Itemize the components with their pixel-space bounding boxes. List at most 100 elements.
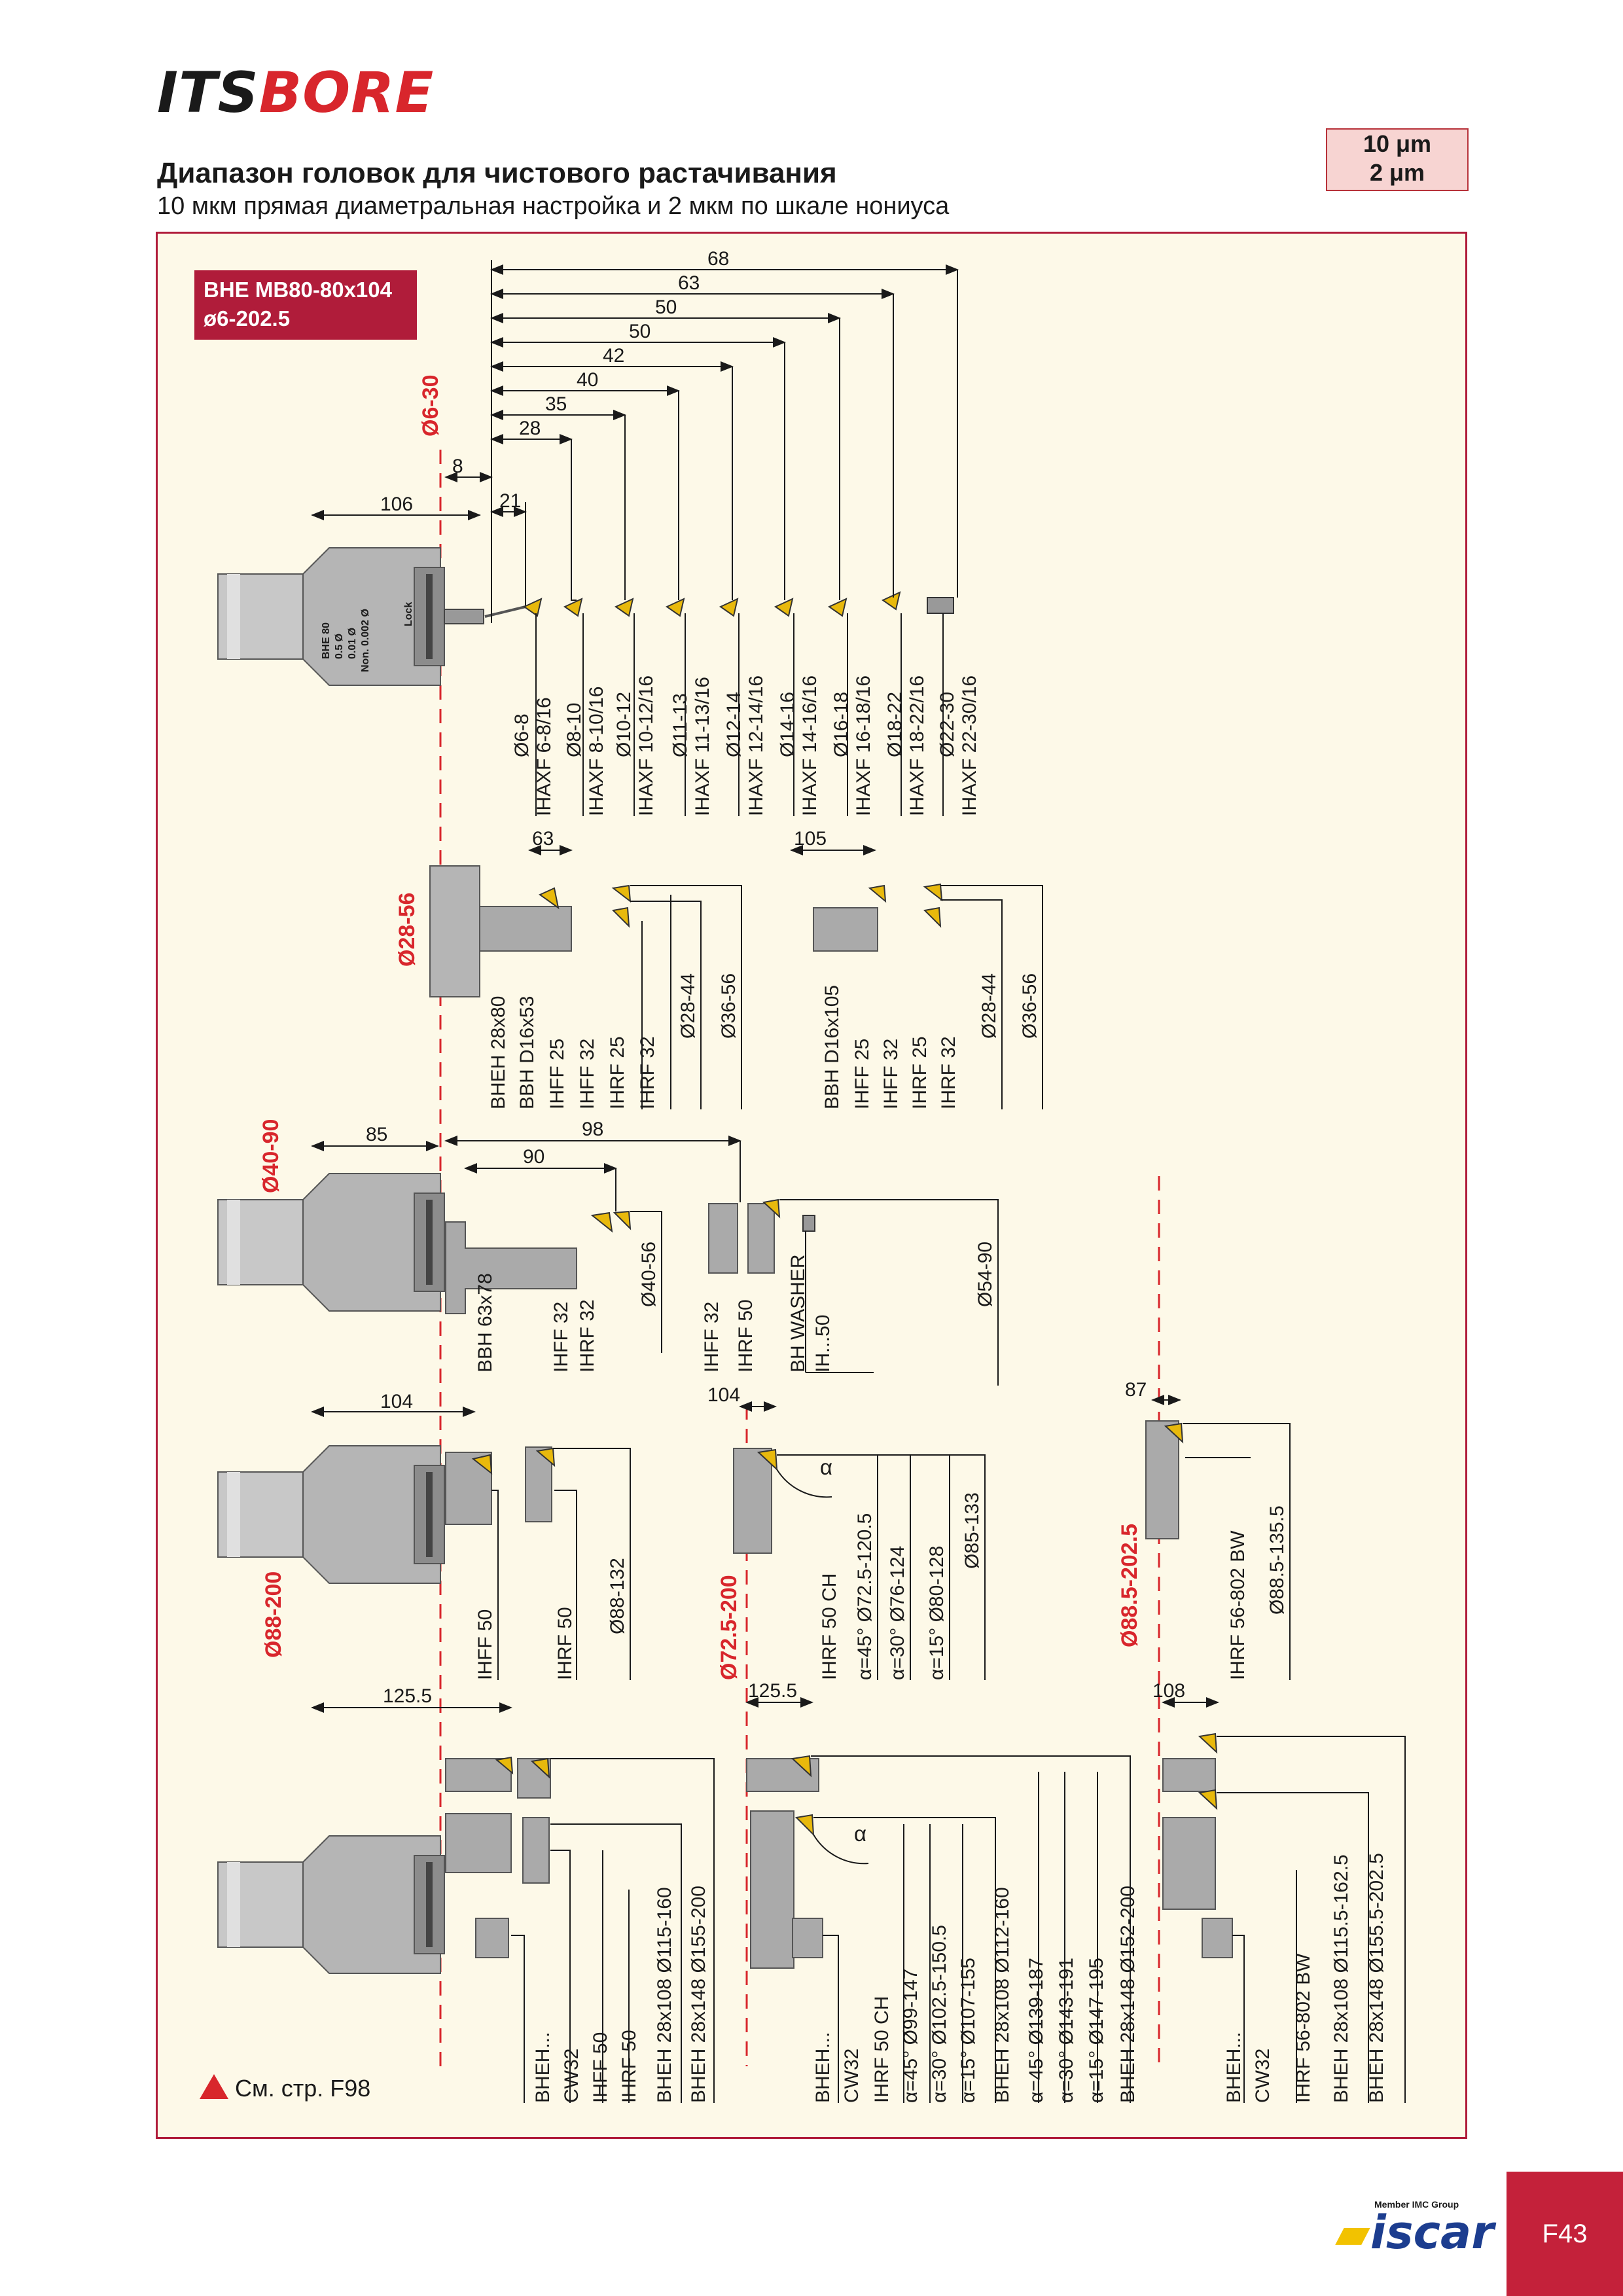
dim-108: 108 [1152,1680,1185,1702]
spec-label: Ø14-16 [777,692,798,757]
spec-label: Ø88-132 [607,1558,628,1634]
spec-label: Ø85-133 [961,1492,983,1569]
spec-label: α=45° Ø72.5-120.5 [854,1513,876,1680]
spec-label: IHRF 56-802 BW [1227,1530,1249,1680]
spec-label: Ø28-44 [677,973,699,1039]
range-label: Ø28-56 [395,893,419,967]
range-label: Ø6-30 [418,375,443,437]
head-marking: 0.5 Ø [334,634,345,659]
iscar-logo: Member IMC Group ▰iscar [1335,2199,1494,2255]
unit-vernier: 2 μm [1369,159,1425,186]
head-marking: Lock [403,602,414,626]
brand-mark: ▰ [1335,2206,1370,2259]
brand-word: ▰iscar [1335,2206,1494,2259]
alpha-symbol: α [820,1455,832,1479]
spec-label: α=45° Ø99-147 [900,1969,921,2103]
spec-label: IHFF 25 [851,1039,873,1109]
spec-label: IHRF 50 [735,1299,757,1372]
spec-label: IHRF 25 [607,1036,628,1109]
dim-104: 104 [380,1391,413,1412]
range-label: Ø88.5-202.5 [1117,1524,1142,1647]
range-label: Ø40-90 [259,1119,283,1193]
member-text: Member IMC Group [1374,2199,1459,2210]
spec-label: Ø10-12 [613,692,635,757]
spec-label: IHFF 32 [880,1039,902,1109]
dim-104: 104 [707,1384,740,1406]
spec-label: BHEH... [532,2032,554,2103]
spec-label: CW32 [1252,2049,1274,2103]
spec-label: Ø8-10 [563,703,585,757]
spec-label: BHEH 28x108 Ø115-160 [654,1887,675,2103]
dim-90: 90 [523,1146,544,1168]
spec-label: BHEH 28x148 Ø155.5-202.5 [1366,1853,1387,2103]
dim-40: 40 [577,369,598,391]
dim-98: 98 [582,1119,603,1140]
dim-42: 42 [603,345,624,367]
head-range: ø6-202.5 [204,306,291,331]
spec-label: CW32 [561,2049,582,2103]
spec-label: IHAXF 11-13/16 [692,677,713,816]
spec-label: Ø28-44 [978,973,1000,1039]
head-marking: BHE 80 [321,622,332,659]
dim-105: 105 [794,828,827,850]
spec-label: BBH D16x53 [516,996,538,1109]
adjustment-unit-box: 10 μm 2 μm [1326,128,1469,191]
range-label: Ø88-200 [261,1571,286,1658]
spec-label: α=30° Ø76-124 [887,1546,908,1680]
spec-label: Ø16-18 [830,692,852,757]
spec-label: Ø11-13 [669,693,691,757]
dim-125-5: 125.5 [383,1685,432,1707]
spec-label: IHAXF 12-14/16 [745,675,767,816]
spec-label: BH WASHER [787,1254,809,1372]
spec-label: Ø22-30 [936,692,958,757]
dim-68: 68 [707,248,729,270]
spec-label: IHFF 25 [546,1039,568,1109]
spec-label: BHEH... [812,2032,834,2103]
dim-85: 85 [366,1124,387,1145]
spec-label: Ø54-90 [974,1242,996,1307]
spec-label: IHAXF 14-16/16 [799,675,821,816]
dim-8: 8 [452,456,463,477]
page-number: F43 [1507,2172,1623,2296]
spec-label: IHFF 50 [590,2032,611,2103]
dim-63: 63 [678,272,700,294]
spec-label: Ø88.5-135.5 [1266,1505,1288,1615]
spec-label: Ø18-22 [884,692,906,757]
spec-label: α=30° Ø143-191 [1056,1958,1077,2103]
head-model-tag: BHE MB80-80x104 ø6-202.5 [194,270,417,340]
spec-label: Ø36-56 [718,973,740,1039]
spec-label: IHAXF 8-10/16 [586,687,607,816]
spec-label: IHFF 32 [577,1039,598,1109]
spec-label: IHFF 50 [474,1609,496,1680]
spec-label: IH...50 [812,1315,834,1372]
spec-label: IHRF 50 [618,2030,640,2103]
reference-text: См. стр. F98 [235,2075,371,2102]
reference-note: См. стр. F98 [200,2074,370,2102]
head-model: BHE MB80-80x104 [204,278,392,302]
range-label: Ø72.5-200 [717,1575,741,1680]
spec-label: IHRF 50 CH [871,1996,893,2103]
spec-label: BHEH 28x108 Ø112-160 [991,1887,1013,2103]
itsbore-logo: ITSBORE [157,60,435,126]
spec-label: IHRF 56-802 BW [1293,1953,1314,2103]
dim-106: 106 [380,493,413,515]
head-marking: Non. 0.002 Ø [360,609,371,672]
spec-label: α=15° Ø80-128 [926,1546,948,1680]
spec-label: IHAXF 16-18/16 [853,675,874,816]
spec-label: BBH 63x78 [474,1273,496,1372]
spec-label: BBH D16x105 [821,985,843,1109]
drawing-panel: Ø6-30 BHE 80 0.5 Ø 0.01 Ø Non. 0.002 Ø L… [156,232,1467,2139]
spec-label: BHEH 28x148 Ø152-200 [1117,1886,1139,2103]
spec-label: Ø36-56 [1019,973,1041,1039]
dim-28: 28 [519,418,541,439]
spec-label: CW32 [841,2049,863,2103]
spec-label: IHRF 32 [938,1036,959,1109]
spec-label: IHAXF 10-12/16 [635,675,657,816]
spec-label: Ø6-8 [511,713,533,757]
spec-label: BHEH 28x80 [488,996,509,1109]
spec-label: IHRF 50 [554,1607,576,1680]
spec-label: IHAXF 18-22/16 [906,675,928,816]
spec-label: BHEH... [1223,2032,1245,2103]
spec-label: IHRF 32 [577,1299,598,1372]
spec-label: IHRF 32 [637,1036,658,1109]
